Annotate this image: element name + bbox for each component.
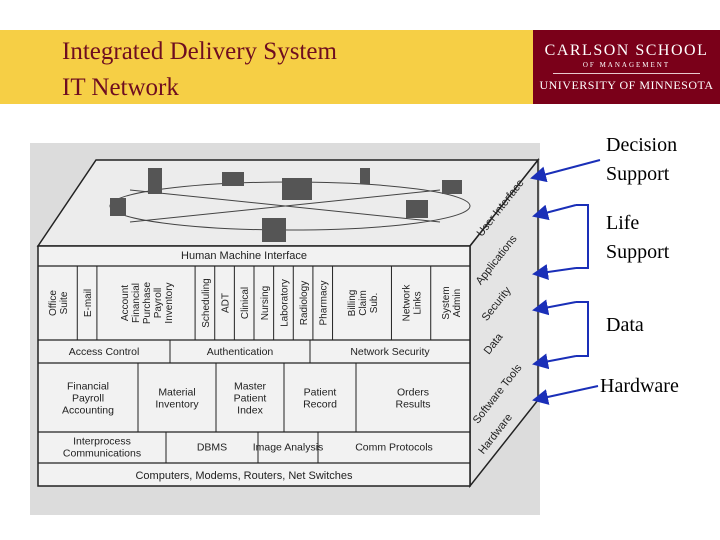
application-label: Payroll	[153, 288, 164, 319]
arrow-user-interface	[530, 159, 601, 183]
data-label: Index	[237, 405, 263, 417]
building-icon	[148, 168, 162, 194]
slide-title: Integrated Delivery System IT Network	[62, 34, 337, 106]
security-labels: Access Control Authentication Network Secu…	[69, 346, 431, 358]
data-label: Accounting	[62, 405, 114, 417]
arrow-applications	[532, 204, 577, 221]
application-label: Network	[402, 284, 413, 322]
data-label: Orders	[397, 387, 429, 399]
data-label: Data	[606, 314, 644, 336]
application-label: Suite	[59, 291, 70, 314]
building-icon	[222, 172, 244, 186]
software-tool-label: Interprocess	[73, 436, 131, 448]
data-label: Financial	[67, 381, 109, 393]
data-label: Patient	[304, 387, 337, 399]
title-line-1: Integrated Delivery System	[62, 38, 337, 65]
application-label: E-mail	[83, 289, 94, 317]
software-tool-label: Communications	[63, 448, 141, 460]
building-icon	[110, 198, 126, 216]
arrow-hardware	[532, 385, 599, 405]
vehicle-icon	[442, 180, 462, 194]
hardware-right-label: Hardware	[600, 375, 679, 397]
human-machine-interface-label: Human Machine Interface	[181, 250, 307, 262]
application-label: Sub.	[369, 293, 380, 314]
data-label: Inventory	[155, 399, 199, 411]
building-icon	[406, 200, 428, 218]
security-label: Network Security	[350, 346, 430, 358]
logo-divider	[553, 73, 700, 74]
application-label: Pharmacy	[319, 280, 330, 325]
software-tool-label: Comm Protocols	[355, 442, 433, 454]
logo-line-3: UNIVERSITY OF MINNESOTA	[539, 78, 714, 92]
logo-line-2: OF MANAGEMENT	[582, 61, 671, 69]
logo-line-1: CARLSON SCHOOL	[544, 42, 709, 59]
application-label: Links	[413, 291, 424, 314]
application-label: Financial	[131, 283, 142, 323]
brackets	[576, 204, 589, 357]
application-label: Office	[48, 290, 59, 316]
application-label: Purchase	[142, 281, 153, 324]
cell-dividers	[76, 266, 432, 463]
application-label: Billing	[347, 290, 358, 317]
network-nodes	[110, 168, 462, 242]
data-label: Results	[395, 399, 430, 411]
title-line-2: IT Network	[62, 74, 179, 101]
arrow-data-bottom	[532, 353, 577, 370]
people-icon	[282, 178, 312, 200]
application-label: Clinical	[240, 287, 251, 319]
university-logo: CARLSON SCHOOL OF MANAGEMENT UNIVERSITY …	[533, 30, 720, 104]
software-tool-label: DBMS	[197, 442, 227, 454]
application-label: Admin	[452, 289, 463, 317]
data-label: Material	[158, 387, 195, 399]
arrow-data-top	[532, 299, 577, 316]
software-tool-label: Image Analysis	[253, 442, 324, 454]
hardware-label: Computers, Modems, Routers, Net Switches	[135, 470, 353, 482]
building-icon	[262, 218, 286, 242]
decision-support-label: Decision Support	[606, 134, 678, 185]
life-support-bracket	[576, 204, 589, 269]
application-label: Scheduling	[201, 278, 212, 327]
data-label: Record	[303, 399, 337, 411]
data-label: Patient	[234, 393, 267, 405]
application-label: Laboratory	[279, 279, 290, 327]
security-label: Authentication	[207, 346, 274, 358]
data-label: Master	[234, 381, 267, 393]
application-label: Inventory	[164, 282, 175, 323]
pointer-arrows	[530, 159, 601, 405]
data-label: Payroll	[72, 393, 104, 405]
application-label: System	[441, 286, 452, 319]
device-icon	[360, 168, 370, 184]
application-label: Nursing	[260, 286, 271, 320]
application-label: Radiology	[299, 281, 310, 325]
life-support-label: Life Support	[606, 212, 670, 263]
security-label: Access Control	[69, 346, 140, 358]
application-label: ADT	[221, 293, 232, 313]
arrow-security	[532, 264, 577, 280]
application-label: Account	[120, 285, 131, 321]
application-label: Claim	[358, 290, 369, 316]
data-bracket	[576, 301, 589, 357]
network-link	[129, 189, 441, 223]
